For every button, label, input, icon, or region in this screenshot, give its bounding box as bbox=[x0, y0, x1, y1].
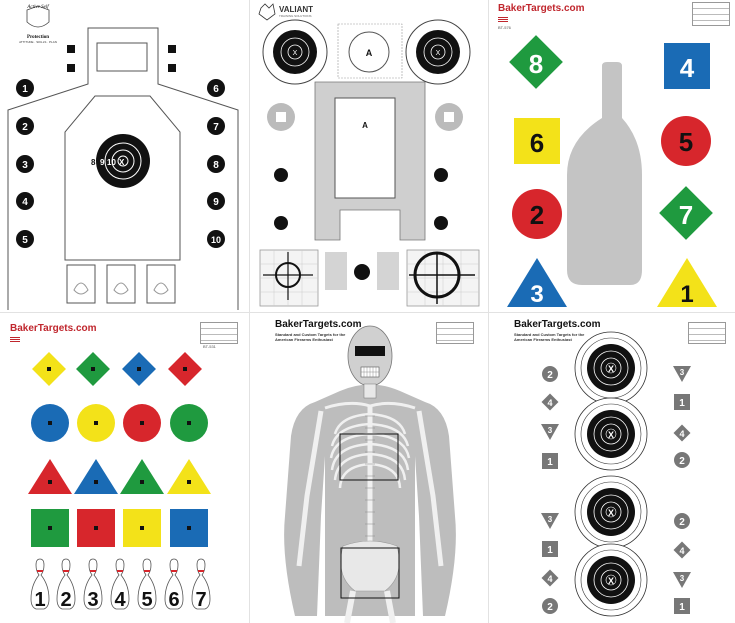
right-shape-number: 2 bbox=[679, 517, 685, 528]
pin-number: 7 bbox=[195, 589, 206, 611]
shape-number: 4 bbox=[680, 53, 695, 83]
baker-shapes-graphic: 8 4 6 5 2 7 3 1 bbox=[507, 35, 717, 308]
grid-reticle-left bbox=[259, 249, 319, 307]
brand-logo: BakerTargets.com bbox=[498, 3, 585, 14]
pin-number: 2 bbox=[60, 589, 71, 611]
baker-colors-target: BakerTargets.com BT-531 bbox=[0, 316, 245, 623]
baker-colors-graphic: 1 2 3 4 5 6 7 bbox=[28, 352, 211, 611]
column-divider bbox=[249, 0, 250, 623]
dot-number: 10 bbox=[211, 235, 221, 245]
left-shape-number: 4 bbox=[547, 574, 552, 584]
flag-icon bbox=[498, 17, 508, 23]
bowling-pins: 1 2 3 4 5 6 7 bbox=[30, 558, 211, 611]
subtitle-1: Standard and Custom Targets for the bbox=[275, 332, 346, 337]
pin-number: 3 bbox=[87, 589, 98, 611]
bullseye-label: X bbox=[436, 50, 441, 57]
ring-label: 9 bbox=[100, 158, 105, 167]
pin-number: 4 bbox=[114, 589, 126, 611]
baker-bullseye-target: BakerTargets.com Standard and Custom Tar… bbox=[492, 316, 735, 623]
left-shape-number: 1 bbox=[547, 545, 553, 556]
dot-number: 9 bbox=[213, 197, 219, 208]
left-shape-number: 2 bbox=[547, 370, 553, 381]
score-box bbox=[200, 322, 238, 344]
shape-number: 2 bbox=[530, 200, 544, 230]
shape-number: 8 bbox=[529, 49, 543, 79]
grid-reticle-right bbox=[406, 249, 480, 307]
right-shape-number: 1 bbox=[679, 398, 685, 409]
right-number-dots: 6 7 8 9 10 bbox=[207, 79, 225, 248]
right-shape-number: 4 bbox=[679, 429, 684, 439]
target-code: BT-576 bbox=[498, 25, 511, 30]
baker-shapes-target: BakerTargets.com BT-576 8 4 6 5 2 7 3 1 bbox=[492, 0, 735, 310]
subtitle-2: American Firearms Enthusiast bbox=[275, 337, 333, 342]
brand-logo: BakerTargets.com bbox=[10, 323, 97, 334]
active-self-target-graphic: 8 9 10 X 1 2 3 4 5 6 7 8 9 10 Ac bbox=[7, 5, 239, 310]
dot-number: 8 bbox=[213, 160, 219, 171]
left-number-dots: 1 2 3 4 5 bbox=[16, 79, 34, 248]
left-shape-number: 4 bbox=[547, 398, 552, 408]
left-bullseye: X bbox=[262, 19, 328, 85]
right-shape-number: 3 bbox=[680, 368, 685, 377]
ring-label: X bbox=[119, 158, 125, 167]
bull-label: X bbox=[608, 430, 614, 440]
pin-number: 1 bbox=[34, 589, 45, 611]
logo-tagline: ATTITUDE · SKILLS · PLAN bbox=[19, 40, 57, 44]
row-divider bbox=[0, 312, 735, 313]
active-self-target: 8 9 10 X 1 2 3 4 5 6 7 8 9 10 Ac bbox=[0, 0, 245, 310]
right-shape-number: 4 bbox=[679, 546, 684, 556]
left-shape-number: 1 bbox=[547, 457, 553, 468]
logo-bottom: Protection bbox=[27, 35, 49, 40]
brand-logo: BakerTargets.com bbox=[275, 319, 362, 330]
wolf-logo-icon bbox=[258, 3, 276, 21]
ring-label: 10 bbox=[107, 158, 116, 167]
ring-label: 8 bbox=[91, 158, 96, 167]
dot-number: 2 bbox=[22, 122, 28, 133]
score-box bbox=[692, 2, 730, 26]
score-box bbox=[436, 322, 474, 344]
dot-number: 6 bbox=[213, 84, 219, 95]
dot-number: 7 bbox=[213, 122, 219, 133]
valiant-target-graphic: VALIANT TRAINING SOLUTIONS A A X X bbox=[258, 3, 480, 307]
skeleton-graphic bbox=[284, 325, 456, 623]
subtitle-1: Standard and Custom Targets for the bbox=[514, 332, 585, 337]
left-shape-number: 3 bbox=[548, 515, 553, 524]
brand-logo: BakerTargets.com bbox=[514, 319, 601, 330]
left-shape-number: 3 bbox=[548, 426, 553, 435]
dot-number: 5 bbox=[22, 235, 28, 246]
shape-number: 1 bbox=[680, 281, 693, 308]
right-shape-number: 2 bbox=[679, 456, 685, 467]
bullseye-graphic: X X X X 2 4 3 1 3 1 4 2 3 1 4 2 2 4 bbox=[541, 331, 691, 617]
right-shape-number: 3 bbox=[680, 574, 685, 583]
baker-skeleton-target: BakerTargets.com Standard and Custom Tar… bbox=[255, 316, 485, 623]
left-shape-number: 2 bbox=[547, 602, 553, 613]
dot-number: 4 bbox=[22, 197, 28, 208]
bull-label: X bbox=[608, 364, 614, 374]
body-label: A bbox=[362, 121, 368, 130]
column-divider bbox=[488, 0, 489, 623]
score-box bbox=[688, 322, 726, 344]
shape-number: 7 bbox=[679, 200, 693, 230]
shape-number: 3 bbox=[530, 281, 543, 308]
dot-number: 1 bbox=[22, 84, 28, 95]
head-label: A bbox=[366, 48, 373, 58]
subtitle-2: American Firearms Enthusiast bbox=[514, 337, 572, 342]
pin-number: 6 bbox=[168, 589, 179, 611]
valiant-logo-sub: TRAINING SOLUTIONS bbox=[279, 14, 312, 18]
logo-top: Active Self bbox=[26, 5, 49, 10]
shield-logo-icon bbox=[26, 5, 50, 28]
valiant-target: VALIANT TRAINING SOLUTIONS A A X X bbox=[255, 0, 485, 310]
target-code: BT-531 bbox=[203, 344, 216, 349]
right-bullseye: X bbox=[405, 19, 471, 85]
snake-boxes bbox=[66, 264, 176, 304]
bull-label: X bbox=[608, 576, 614, 586]
flag-icon bbox=[10, 337, 20, 343]
shape-number: 5 bbox=[679, 127, 693, 157]
bull-label: X bbox=[608, 508, 614, 518]
right-shape-number: 1 bbox=[679, 602, 685, 613]
pin-number: 5 bbox=[141, 589, 152, 611]
shape-number: 6 bbox=[530, 128, 544, 158]
dot-number: 3 bbox=[22, 160, 28, 171]
bullseye-label: X bbox=[293, 50, 298, 57]
valiant-logo: VALIANT bbox=[279, 5, 313, 14]
